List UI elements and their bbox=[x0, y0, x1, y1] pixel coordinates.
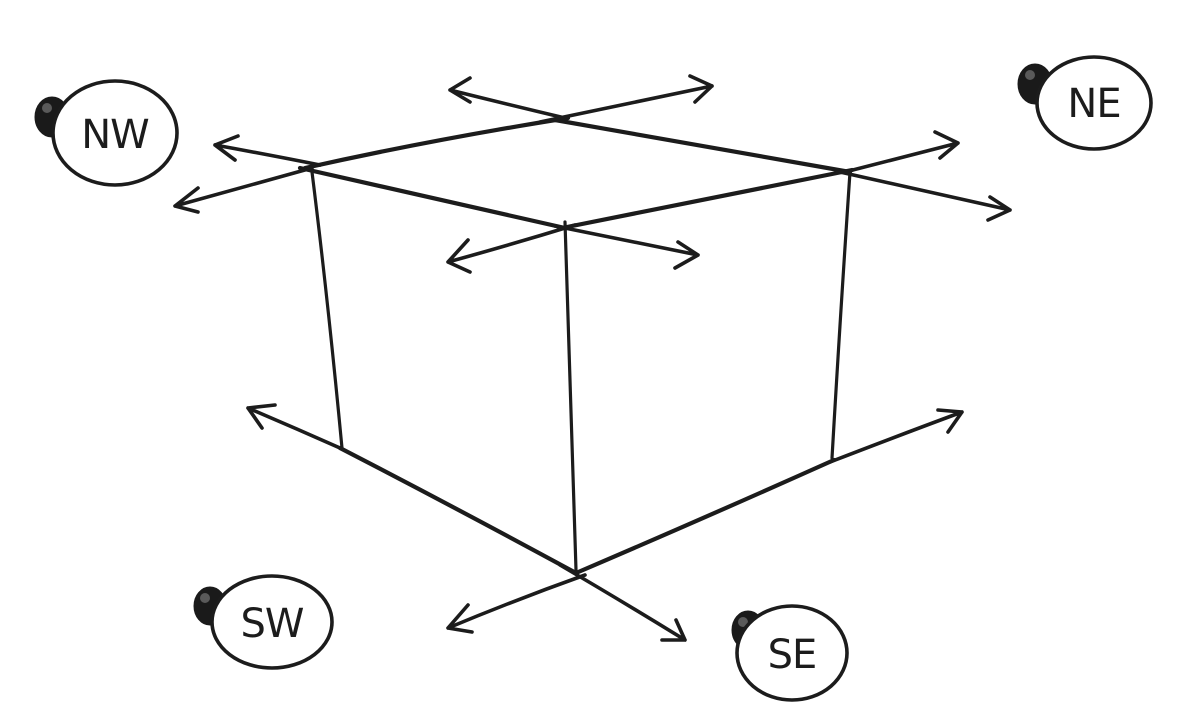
badge-nw-label: NW bbox=[81, 112, 149, 158]
badge-nw-pin-highlight bbox=[42, 103, 52, 113]
arrow-left-top-upper bbox=[213, 134, 322, 167]
badge-ne: NE bbox=[1017, 55, 1153, 151]
arrow-right-top-lower bbox=[838, 170, 1012, 222]
arrow-left-top-lower bbox=[173, 166, 314, 214]
arrow-bottom-upper-left bbox=[246, 403, 342, 450]
badge-ne-ring bbox=[1035, 55, 1153, 151]
arrow-front-top-right bbox=[553, 224, 700, 270]
cube-edge-top-back-right bbox=[552, 117, 853, 175]
cube-edge-vertical-right bbox=[830, 170, 852, 460]
badge-se-ring bbox=[735, 604, 849, 702]
badge-se-pin-highlight bbox=[738, 617, 748, 627]
badge-sw: SW bbox=[193, 574, 334, 670]
badge-ne-label: NE bbox=[1067, 81, 1120, 127]
arrow-front-top-left bbox=[446, 223, 577, 274]
badge-sw-ring bbox=[210, 574, 334, 670]
cube-edge-bottom-right bbox=[573, 457, 837, 576]
badge-se: SE bbox=[731, 604, 849, 702]
cube-top-face bbox=[297, 115, 855, 231]
cube-edge-top-front-left bbox=[297, 165, 568, 231]
cube-edge-top-back-left bbox=[302, 115, 571, 171]
badge-ne-pin-highlight bbox=[1025, 70, 1035, 80]
arrow-back-top-left bbox=[448, 76, 567, 120]
arrow-bottom-lower-left bbox=[446, 573, 587, 634]
cube-edge-top-front-right bbox=[559, 167, 855, 231]
badge-nw: NW bbox=[34, 79, 179, 187]
badge-nw-ring bbox=[51, 79, 179, 187]
direction-arrows bbox=[173, 74, 1012, 642]
badge-sw-label: SW bbox=[241, 601, 304, 647]
arrow-right-top-upper bbox=[843, 130, 960, 174]
cube-bottom-edges bbox=[337, 445, 837, 576]
cube-edge-bottom-left bbox=[337, 445, 579, 576]
cube-edge-vertical-left bbox=[310, 170, 344, 450]
arrow-back-top-right bbox=[538, 74, 714, 124]
cube-edge-vertical-middle bbox=[563, 220, 578, 572]
cube-vertical-edges bbox=[310, 170, 852, 572]
arrow-bottom-upper-right bbox=[828, 408, 964, 464]
badge-sw-pin-highlight bbox=[200, 593, 210, 603]
arrow-bottom-lower-right bbox=[558, 563, 687, 642]
badge-se-label: SE bbox=[768, 632, 817, 678]
